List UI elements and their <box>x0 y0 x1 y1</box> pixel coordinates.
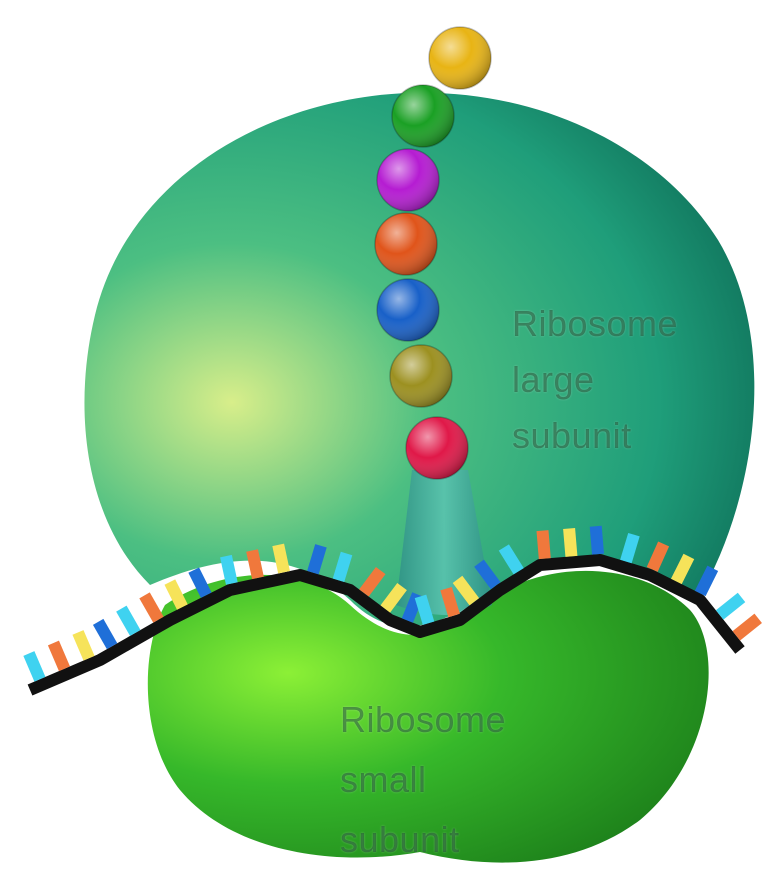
mrna-base <box>48 641 70 671</box>
amino-acid-bead <box>406 417 468 479</box>
small-subunit-label-line-2: small <box>340 750 506 810</box>
large-subunit-label: Ribosome large subunit <box>512 296 678 464</box>
mrna-base <box>590 526 604 555</box>
amino-acid-bead <box>375 213 437 275</box>
mrna-base <box>733 614 762 641</box>
large-subunit-label-line-1: Ribosome <box>512 296 678 352</box>
amino-acid-bead <box>377 149 439 211</box>
amino-acid-bead <box>392 85 454 147</box>
amino-acid-bead <box>390 345 452 407</box>
amino-acid-bead <box>377 279 439 341</box>
mrna-base <box>139 592 163 622</box>
large-subunit-label-line-3: subunit <box>512 408 678 464</box>
mrna-base <box>23 651 45 681</box>
mrna-base <box>116 606 140 636</box>
mrna-base <box>537 530 551 559</box>
small-subunit-label: Ribosome small subunit <box>340 690 506 870</box>
large-subunit-label-line-2: large <box>512 352 678 408</box>
small-subunit-label-line-3: subunit <box>340 810 506 870</box>
amino-acid-bead <box>429 27 491 89</box>
mrna-base <box>72 630 94 660</box>
mrna-base <box>563 528 577 557</box>
small-subunit-label-line-1: Ribosome <box>340 690 506 750</box>
mrna-base <box>93 619 117 649</box>
mrna-base <box>716 593 745 620</box>
